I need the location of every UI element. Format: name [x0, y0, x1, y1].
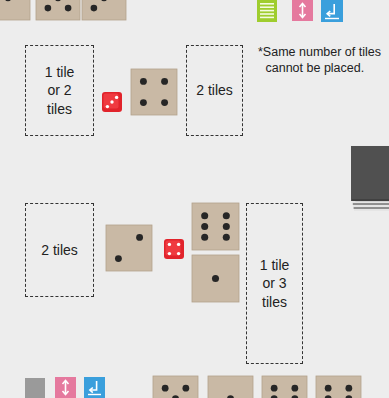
stack-icon — [257, 0, 277, 22]
number-tile — [192, 203, 239, 250]
red-die — [164, 239, 184, 259]
empty-icon — [25, 378, 45, 398]
tile-slot: 1 tile or 3 tiles — [246, 203, 303, 364]
number-tile — [36, 0, 80, 20]
tile-slot: 2 tiles — [25, 203, 94, 297]
number-tile — [192, 255, 239, 302]
number-tile — [131, 69, 177, 115]
tile-count: 2 tiles — [196, 81, 233, 99]
number-tile — [82, 0, 126, 20]
rule-note: *Same number of tiles cannot be placed. — [258, 45, 389, 76]
tile-count: 1 tile or 2 tiles — [38, 63, 82, 118]
flip-icon — [55, 377, 76, 398]
tile-slot: 1 tile or 2 tiles — [25, 45, 94, 136]
tile-slot: 2 tiles — [186, 45, 243, 136]
number-tile — [153, 376, 198, 398]
number-tile — [106, 225, 152, 271]
card-stack — [351, 146, 389, 210]
place-icon — [84, 377, 105, 398]
red-die — [102, 92, 122, 112]
number-tile — [262, 376, 307, 398]
place-icon — [321, 0, 343, 22]
number-tile — [316, 376, 361, 398]
tile-count: 1 tile or 3 tiles — [253, 256, 297, 311]
tile-count: 2 tiles — [41, 241, 78, 259]
number-tile — [0, 0, 30, 20]
number-tile — [208, 376, 253, 398]
flip-icon — [292, 0, 313, 21]
